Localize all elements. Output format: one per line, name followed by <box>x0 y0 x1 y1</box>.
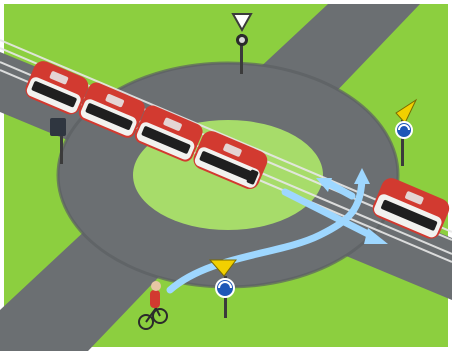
sign-bottom <box>208 259 237 318</box>
tram-car-4-windows <box>199 151 256 182</box>
tram-car-1 <box>25 61 89 115</box>
sign-left-pole <box>60 120 63 164</box>
cyclist-head <box>151 281 161 291</box>
cyclist-wheel-back <box>138 314 154 330</box>
tram-car-3-roof-box <box>163 117 182 131</box>
signs <box>50 13 418 318</box>
tram-car-2 <box>78 82 145 138</box>
yield-sign-top-icon <box>231 13 253 33</box>
sign-right-pole <box>401 120 404 166</box>
route-arrows <box>166 168 388 294</box>
tram-car-3 <box>134 105 203 162</box>
roundabout-sign-top-inner <box>239 37 245 43</box>
arrow-left-head <box>316 178 332 192</box>
arrow-cyclist-route <box>166 176 366 294</box>
roundabout-sign-bottom-arrows <box>218 281 232 289</box>
cyclist-body <box>150 290 160 308</box>
cyclist <box>138 281 168 330</box>
sign-left <box>50 118 66 164</box>
sign-top-pole <box>240 34 243 74</box>
tram-car-1-roof-box <box>49 71 69 85</box>
tram-car-1-windows <box>31 81 77 108</box>
sign-right <box>395 98 418 166</box>
arrow-left-route <box>326 180 356 200</box>
tram-car-3-windows <box>141 126 191 154</box>
tram-main <box>25 61 268 190</box>
tram-car-4 <box>193 131 268 190</box>
tram-car-4-front-window <box>246 169 259 185</box>
tram-car-2-roof-box <box>105 93 125 108</box>
arrow-through-route <box>281 188 376 240</box>
yield-sign-bottom-icon <box>208 259 237 277</box>
tram-right-windows <box>381 199 438 231</box>
cyclist-wheel-front <box>152 308 168 324</box>
tram-car-4-roof-box <box>223 143 242 157</box>
arrow-through-head <box>364 228 388 244</box>
tram-right-roof-box <box>405 191 424 205</box>
arrow-cyclist-head <box>354 168 370 184</box>
roundabout-sign-right-arrows <box>398 124 410 131</box>
tram-right <box>372 178 450 239</box>
sign-left-panel <box>50 118 66 136</box>
tram-car-2-windows <box>85 103 133 130</box>
yield-sign-right-icon <box>395 98 418 124</box>
sign-top <box>231 13 253 74</box>
